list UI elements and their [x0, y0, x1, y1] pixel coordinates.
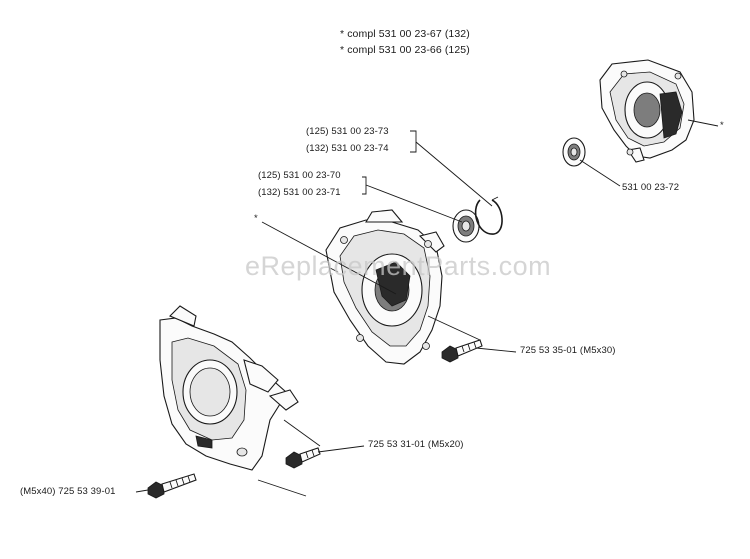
leader-lines — [135, 119, 719, 497]
housing-cover — [159, 305, 299, 471]
circlip — [474, 196, 503, 235]
screw-m5x40 — [147, 473, 197, 499]
circlip-132-label: (132) 531 00 23-74 — [306, 143, 389, 154]
asterisk-left: * — [254, 213, 258, 224]
crankcase-half-middle — [325, 209, 445, 365]
watermark-text: eReplacementParts.com — [245, 251, 552, 281]
seal-ring — [562, 137, 586, 167]
assembly-label-132: * compl 531 00 23-67 (132) — [340, 28, 470, 40]
seal-label: 531 00 23-72 — [622, 182, 680, 193]
screw-m5x30-label: 725 53 35-01 (M5x30) — [520, 345, 616, 356]
circlip-125-label: (125) 531 00 23-73 — [306, 126, 389, 137]
crankcase-half-right — [599, 59, 695, 163]
bearing-132-label: (132) 531 00 23-71 — [258, 187, 341, 198]
asterisk-right: * — [720, 120, 724, 131]
screw-m5x30 — [441, 339, 483, 363]
screw-m5x20 — [285, 447, 321, 469]
screw-m5x40-label: (M5x40) 725 53 39-01 — [20, 486, 116, 497]
assembly-label-125: * compl 531 00 23-66 (125) — [340, 44, 470, 56]
screw-m5x20-label: 725 53 31-01 (M5x20) — [368, 439, 464, 450]
bearing-125-label: (125) 531 00 23-70 — [258, 170, 341, 181]
